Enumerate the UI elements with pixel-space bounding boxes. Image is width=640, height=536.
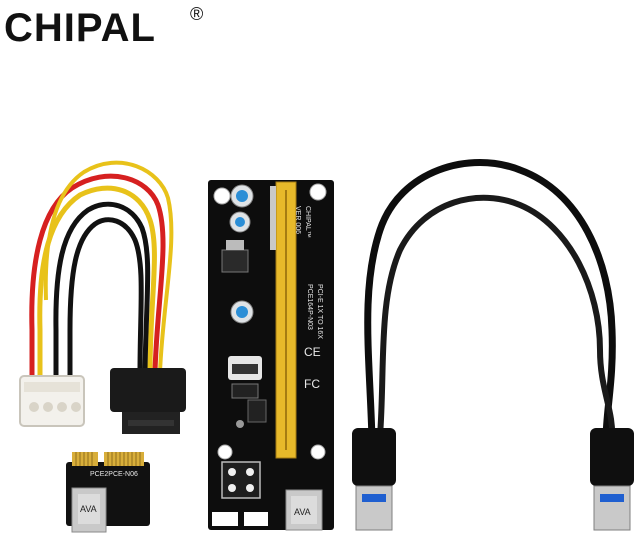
pcb-model-label: PCE164P-N03 — [306, 284, 313, 330]
usb-plug-right — [590, 428, 634, 486]
sata-power-connector — [110, 368, 186, 412]
pcb-brand-label: CHIPAL™ — [304, 206, 311, 238]
fcc-mark: FC — [304, 377, 320, 391]
riser-usb-label: AVA — [294, 507, 311, 517]
pcb-spec-label: PCI-E 1X TO 16X — [316, 284, 323, 339]
adapter-usb-label: AVA — [80, 504, 97, 514]
brand-logo-text: CHIPAL — [4, 6, 156, 50]
adapter-model-label: PCE2PCE-N06 — [90, 471, 138, 478]
registered-trademark-mark: ® — [190, 4, 204, 24]
usb3-cable — [352, 159, 634, 531]
power-cable — [19, 160, 186, 434]
riser-main-board: CHIPAL™ VER 006 PCI-E 1X TO 16X PCE164P-… — [208, 180, 334, 531]
pcb-version-label: VER 006 — [294, 206, 301, 234]
ce-mark: CE — [304, 345, 321, 359]
usb-plug-left — [352, 428, 396, 486]
pcie-x1-adapter-board: PCE2PCE-N06 AVA — [66, 452, 150, 533]
